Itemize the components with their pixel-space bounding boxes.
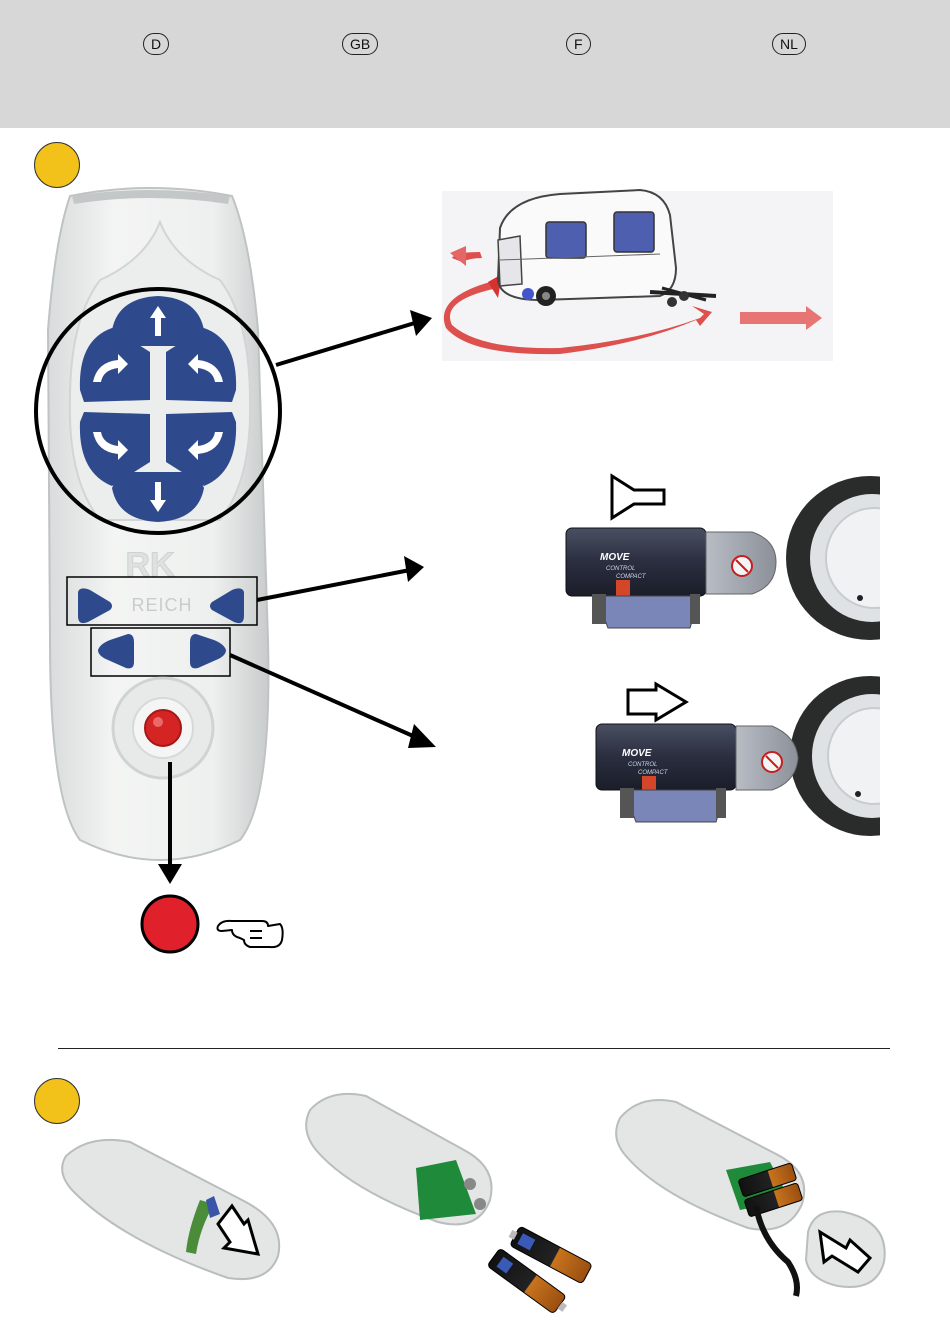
remote-control: RK REICH (36, 188, 280, 860)
brand-logo: RK (125, 546, 175, 584)
callout-arrow-drive (276, 322, 418, 365)
caravan-illustration (442, 190, 833, 361)
mover-engage-illustration: MOVE CONTROL COMPACT (566, 470, 950, 650)
battery-step-open-cover (62, 1140, 279, 1279)
mover-disengage-illustration: MOVE CONTROL COMPACT (596, 668, 950, 848)
battery-step-insert (306, 1094, 592, 1318)
pointing-hand-icon (218, 921, 283, 947)
svg-text:MOVE: MOVE (622, 748, 652, 759)
remote-stop-button[interactable] (145, 710, 181, 746)
svg-text:RK: RK (125, 546, 175, 584)
svg-text:CONTROL: CONTROL (606, 566, 635, 572)
hollow-arrow-icon-left (612, 476, 664, 518)
svg-text:MOVE: MOVE (600, 552, 630, 563)
stop-indicator (142, 896, 198, 952)
brand-name: REICH (131, 595, 192, 615)
svg-text:COMPACT: COMPACT (616, 574, 647, 580)
callout-arrow-engage (257, 570, 410, 600)
svg-text:CONTROL: CONTROL (628, 762, 657, 768)
hollow-arrow-icon-right (628, 684, 686, 720)
svg-text:COMPACT: COMPACT (638, 770, 669, 776)
battery-step-close-cover (616, 1100, 885, 1296)
